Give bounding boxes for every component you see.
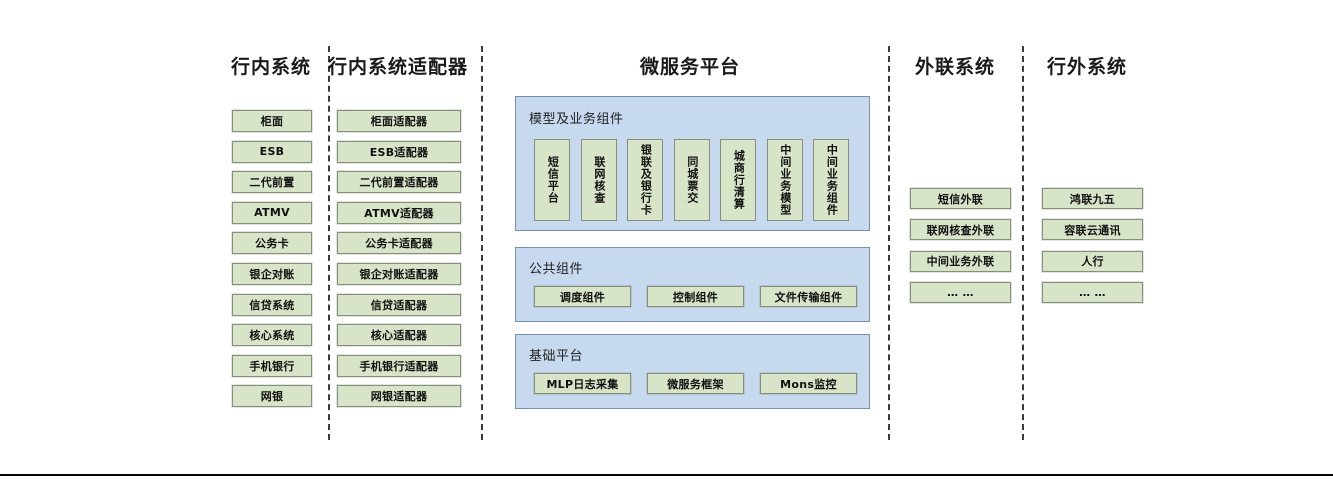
node-label: 中间业务模型 xyxy=(778,144,792,216)
node-model-business-3[interactable]: 同城票交 xyxy=(673,139,710,221)
node-external-link-2[interactable]: 中间业务外联 xyxy=(910,250,1011,272)
divider-1 xyxy=(328,46,330,440)
node-model-business-6[interactable]: 中间业务组件 xyxy=(813,139,849,221)
node-common-components-2[interactable]: 文件传输组件 xyxy=(760,286,857,307)
node-base-platform-2[interactable]: Mons监控 xyxy=(760,373,857,394)
node-inbank-0[interactable]: 柜面 xyxy=(232,110,312,132)
node-inbank-adapter-7[interactable]: 核心适配器 xyxy=(337,324,461,347)
node-model-business-4[interactable]: 城商行清算 xyxy=(720,139,756,221)
divider-2 xyxy=(481,46,483,440)
node-outbank-2[interactable]: 人行 xyxy=(1042,250,1143,272)
column-title-external-link: 外联系统 xyxy=(914,56,995,78)
node-model-business-2[interactable]: 银联及银行卡 xyxy=(627,139,663,221)
node-label: 短信平台 xyxy=(546,156,560,204)
node-inbank-adapter-5[interactable]: 银企对账适配器 xyxy=(337,263,461,285)
column-title-outbank: 行外系统 xyxy=(1046,56,1127,78)
node-inbank-adapter-4[interactable]: 公务卡适配器 xyxy=(337,232,461,255)
node-common-components-1[interactable]: 控制组件 xyxy=(647,286,744,307)
panel-title-model-business: 模型及业务组件 xyxy=(529,112,624,127)
node-model-business-0[interactable]: 短信平台 xyxy=(534,139,570,221)
node-inbank-adapter-9[interactable]: 网银适配器 xyxy=(337,385,461,408)
node-inbank-7[interactable]: 核心系统 xyxy=(232,324,312,347)
node-inbank-adapter-2[interactable]: 二代前置适配器 xyxy=(337,171,461,194)
node-common-components-0[interactable]: 调度组件 xyxy=(534,286,631,307)
divider-4 xyxy=(1022,46,1024,440)
bottom-rule xyxy=(0,474,1333,476)
node-label: 银联及银行卡 xyxy=(639,144,653,216)
node-inbank-9[interactable]: 网银 xyxy=(232,385,312,408)
node-inbank-8[interactable]: 手机银行 xyxy=(232,354,312,377)
node-base-platform-1[interactable]: 微服务框架 xyxy=(647,373,744,394)
node-inbank-6[interactable]: 信贷系统 xyxy=(232,293,312,316)
node-label: 同城票交 xyxy=(685,156,699,204)
node-model-business-1[interactable]: 联网核查 xyxy=(580,139,617,221)
node-label: 城商行清算 xyxy=(732,150,746,210)
column-title-inbank: 行内系统 xyxy=(230,56,311,78)
node-outbank-3[interactable]: … … xyxy=(1042,281,1143,303)
node-inbank-4[interactable]: 公务卡 xyxy=(232,232,312,255)
node-inbank-adapter-0[interactable]: 柜面适配器 xyxy=(337,110,461,132)
node-label: 联网核查 xyxy=(592,156,606,204)
node-inbank-3[interactable]: ATMV xyxy=(232,201,312,224)
node-inbank-adapter-3[interactable]: ATMV适配器 xyxy=(337,201,461,224)
panel-base-platform xyxy=(515,334,870,409)
node-outbank-1[interactable]: 容联云通讯 xyxy=(1042,219,1143,241)
node-inbank-5[interactable]: 银企对账 xyxy=(232,263,312,285)
column-title-platform: 微服务平台 xyxy=(639,56,740,78)
node-inbank-adapter-8[interactable]: 手机银行适配器 xyxy=(337,354,461,377)
node-base-platform-0[interactable]: MLP日志采集 xyxy=(534,373,631,394)
panel-title-base-platform: 基础平台 xyxy=(529,349,584,364)
panel-common-components xyxy=(515,247,870,322)
node-label: 中间业务组件 xyxy=(825,144,839,216)
node-inbank-1[interactable]: ESB xyxy=(232,140,312,163)
panel-title-common-components: 公共组件 xyxy=(529,262,584,277)
column-title-inbank-adapter: 行内系统适配器 xyxy=(327,56,468,78)
node-inbank-adapter-1[interactable]: ESB适配器 xyxy=(337,140,461,163)
divider-3 xyxy=(888,46,890,440)
node-model-business-5[interactable]: 中间业务模型 xyxy=(766,139,803,221)
node-external-link-3[interactable]: … … xyxy=(910,281,1011,303)
node-external-link-1[interactable]: 联网核查外联 xyxy=(910,219,1011,241)
node-external-link-0[interactable]: 短信外联 xyxy=(910,188,1011,209)
node-inbank-adapter-6[interactable]: 信贷适配器 xyxy=(337,293,461,316)
node-inbank-2[interactable]: 二代前置 xyxy=(232,171,312,194)
node-outbank-0[interactable]: 鸿联九五 xyxy=(1042,188,1143,209)
